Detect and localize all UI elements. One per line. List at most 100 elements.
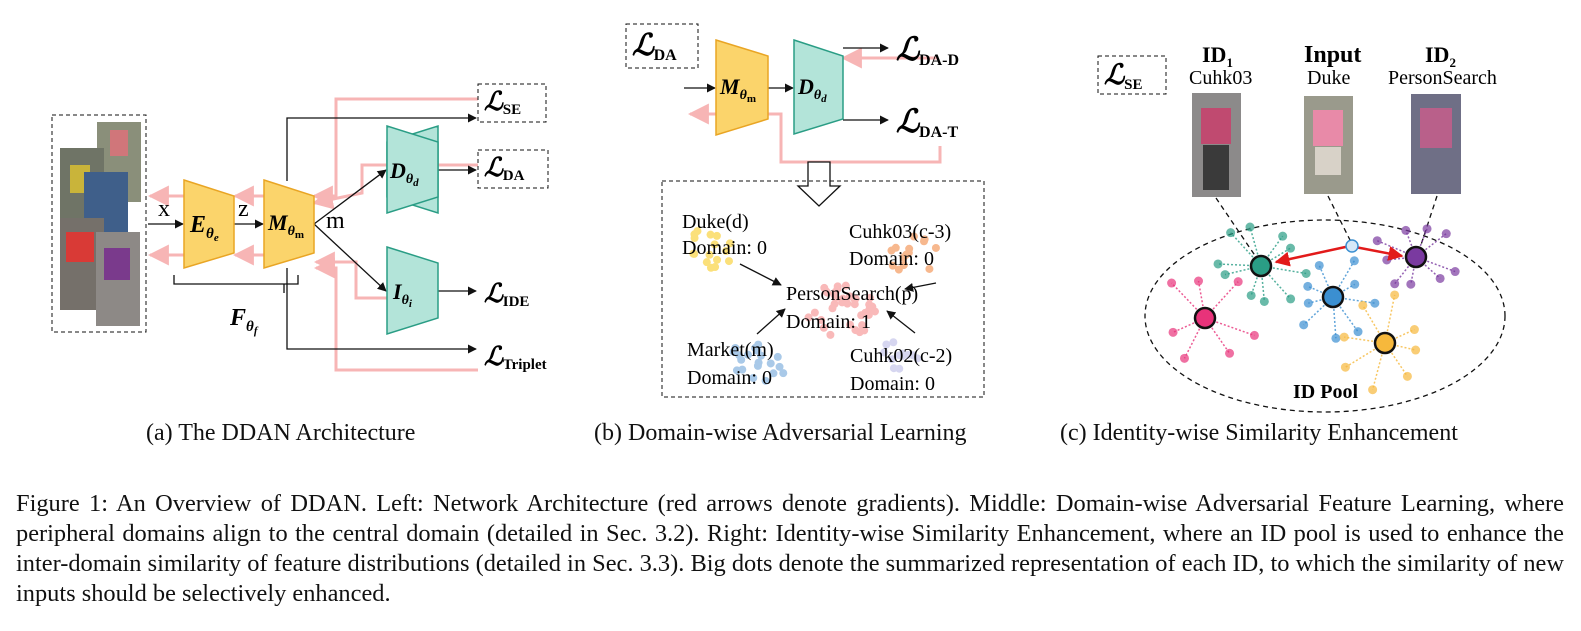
- pink-cluster-sample: [1194, 276, 1204, 286]
- subcaption-b: (b) Domain-wise Adversarial Learning: [594, 420, 967, 446]
- cuhk03-dot: [902, 250, 911, 259]
- identity-block: [386, 245, 439, 336]
- duke-name: Duke(d): [682, 211, 749, 233]
- blue-cluster-sample: [1314, 260, 1324, 270]
- discriminator-label: Dθd: [389, 158, 419, 189]
- id1-label: ID1: [1202, 42, 1233, 70]
- pink-cluster-sample: [1168, 327, 1178, 337]
- panel-b-domain-adversarial: ℒDA Mθm Dθd ℒDA-D ℒDA-T: [625, 23, 985, 398]
- loss-se-box: ℒSE: [1104, 60, 1143, 93]
- input-images: [51, 114, 147, 333]
- z-label: z: [238, 196, 249, 222]
- panel-a-architecture: Eθe Mθm Dθd Iθi x z m Fθf ℒSE ℒDA ℒIDE ℒ…: [51, 83, 549, 373]
- orange-cluster-sample: [1409, 325, 1419, 335]
- encoder-label: Eθe: [189, 212, 219, 244]
- market-dot: [766, 359, 775, 368]
- cuhk02-name: Cuhk02(c-2): [850, 345, 952, 367]
- cuhk03-dot: [888, 261, 897, 270]
- duke-dot: [724, 257, 733, 266]
- market-dot: [732, 366, 741, 375]
- personsearch-dot: [841, 281, 850, 290]
- id-pool-label: ID Pool: [1293, 381, 1358, 403]
- blue-cluster-spoke: [1332, 296, 1359, 333]
- blue-cluster-spoke: [1332, 296, 1337, 339]
- input-label: Input: [1304, 42, 1361, 68]
- id1-cluster-spoke: [1218, 263, 1262, 267]
- blue-cluster-sample: [1303, 298, 1313, 308]
- orange-cluster-sample: [1340, 362, 1350, 372]
- personsearch-dot: [819, 323, 828, 332]
- personsearch-dot: [851, 326, 860, 335]
- encoder-block: [183, 178, 235, 270]
- pink-cluster-spoke: [1204, 317, 1231, 354]
- cuhk03-dot: [899, 261, 908, 270]
- market-dot: [754, 340, 763, 349]
- feature-brace: [173, 275, 299, 293]
- orange-cluster-sample: [1390, 290, 1400, 300]
- duke-dot: [690, 234, 699, 243]
- discriminator-label: Dθd: [797, 74, 827, 105]
- id1-cluster-sample: [1246, 290, 1256, 300]
- orange-cluster-sample: [1368, 385, 1378, 395]
- id2-cluster-sample: [1441, 229, 1451, 239]
- pink-cluster-sample: [1179, 353, 1189, 363]
- duke-dot: [705, 250, 714, 259]
- personsearch-dot: [828, 304, 837, 313]
- id1-cluster-spoke: [1249, 226, 1262, 267]
- market-dot: [769, 369, 778, 378]
- cuhk02-dot: [913, 354, 922, 363]
- enhance-arrow: [1274, 244, 1351, 267]
- duke-dot: [713, 255, 722, 264]
- loss-da: ℒDA: [484, 153, 525, 184]
- id1-cluster-sample: [1286, 294, 1296, 304]
- feature-label: Fθf: [229, 305, 259, 337]
- market-dot: [749, 374, 758, 383]
- id2-cluster-sample: [1435, 273, 1445, 283]
- shared-block: [263, 178, 315, 270]
- orange-cluster-spoke: [1344, 336, 1386, 344]
- duke-dot: [706, 263, 715, 272]
- cuhk03-dot: [925, 264, 934, 273]
- shared-label: Mθm: [719, 74, 756, 105]
- blue-cluster-spoke: [1332, 260, 1355, 298]
- market-dot: [761, 376, 770, 385]
- id1-cluster-spoke: [1230, 232, 1262, 267]
- identity-label: Iθi: [392, 279, 413, 310]
- blue-cluster-spoke: [1332, 296, 1375, 304]
- personsearch-dot: [870, 307, 879, 316]
- pink-cluster-sample: [1233, 277, 1243, 287]
- market-domain: Domain: 0: [687, 367, 772, 389]
- loss-triplet: ℒTriplet: [484, 342, 547, 373]
- id-pool-ellipse: [1144, 219, 1506, 413]
- figure-caption: Figure 1: An Overview of DDAN. Left: Net…: [16, 489, 1564, 609]
- id2-cluster-sample: [1390, 279, 1400, 289]
- orange-cluster-spoke: [1362, 305, 1386, 344]
- blue-cluster-center: [1321, 285, 1345, 309]
- blue-cluster-sample: [1331, 333, 1341, 343]
- cuhk02-dot: [889, 338, 898, 347]
- market-dot: [773, 352, 782, 361]
- id2-label: ID2: [1425, 42, 1456, 70]
- duke-dot: [706, 230, 715, 239]
- blue-cluster-sample: [1353, 327, 1363, 337]
- market-dot: [779, 369, 788, 378]
- pink-cluster-sample: [1249, 330, 1259, 340]
- personsearch-dot: [850, 300, 859, 309]
- id2-cluster-sample: [1382, 255, 1392, 265]
- cuhk02-dot: [888, 355, 897, 364]
- cuhk03-dot: [909, 232, 918, 241]
- blue-cluster-sample: [1299, 320, 1309, 330]
- id2-cluster-sample: [1406, 279, 1416, 289]
- duke-dot: [725, 239, 734, 248]
- shared-label: Mθm: [267, 210, 304, 241]
- id2-cluster-sample: [1372, 236, 1382, 246]
- domain-clusters: [689, 227, 940, 385]
- market-name: Market(m): [687, 339, 774, 361]
- personsearch-dot: [823, 288, 832, 297]
- loss-da-t: ℒDA-T: [896, 103, 958, 141]
- market-dot: [737, 355, 746, 364]
- shared-block: [715, 38, 769, 137]
- pink-cluster-center: [1193, 306, 1217, 330]
- cuhk02-domain: Domain: 0: [850, 373, 935, 395]
- id2-cluster-sample: [1422, 224, 1432, 234]
